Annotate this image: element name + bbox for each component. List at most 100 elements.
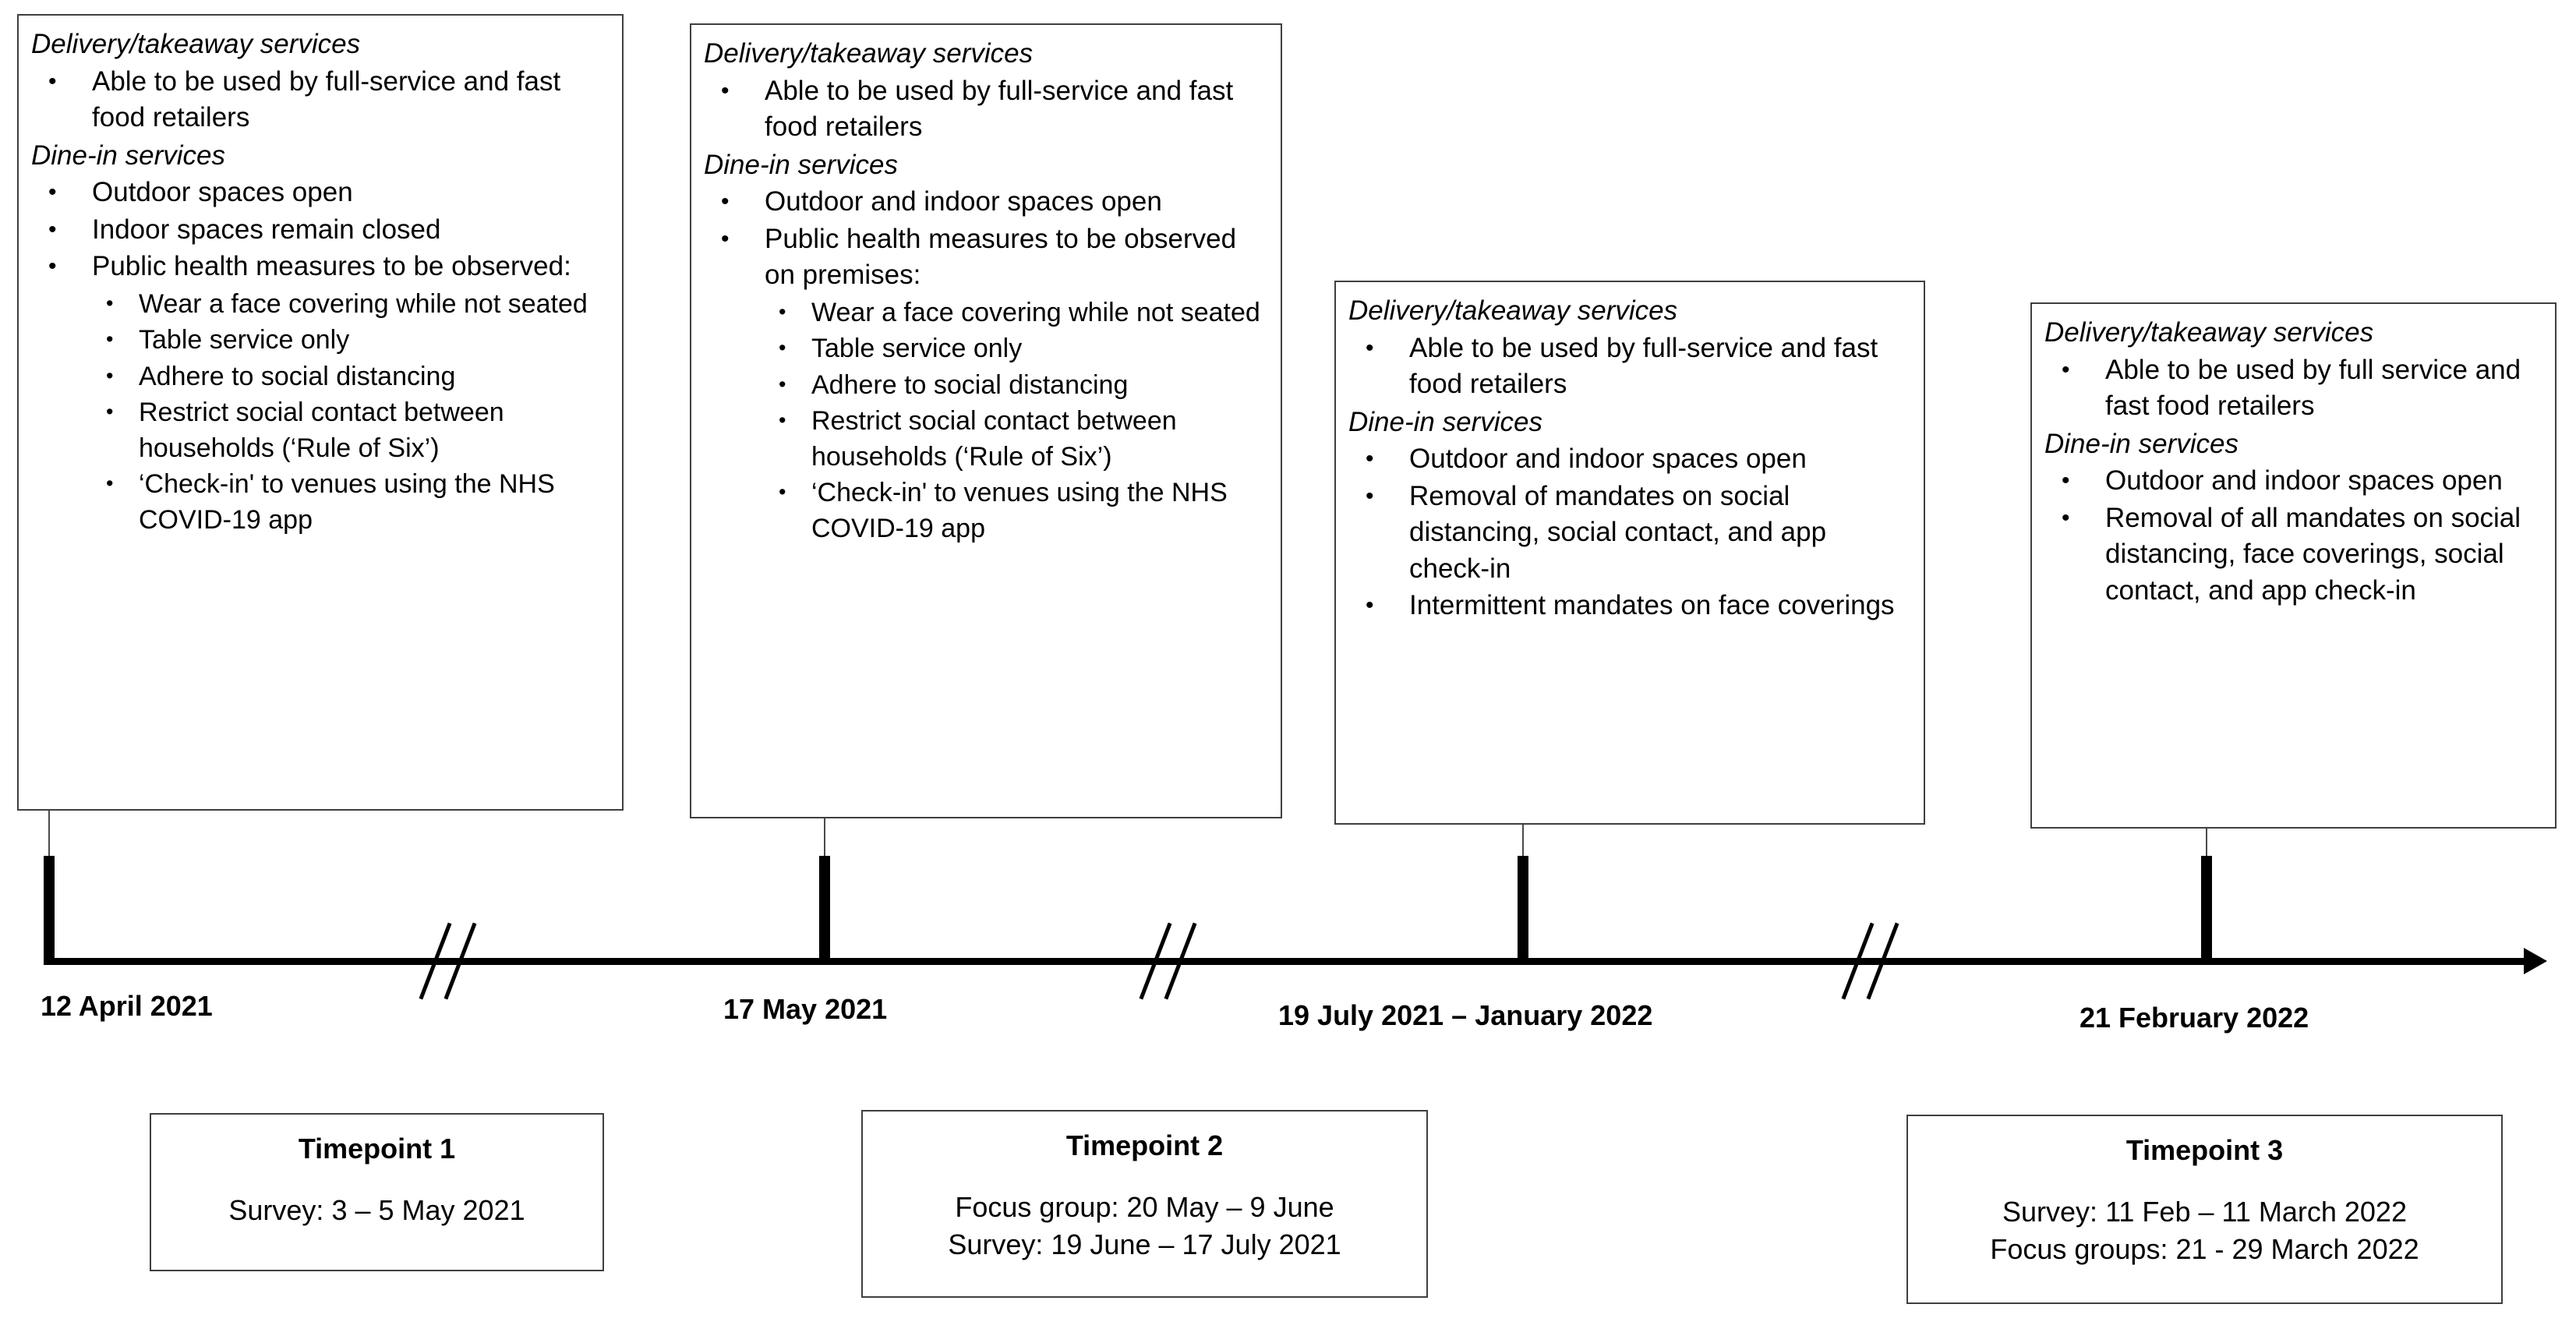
bullet-dot-icon: • bbox=[1366, 334, 1374, 361]
policy-bullet: • Able to be used by full-service and fa… bbox=[31, 64, 608, 136]
bullet-dot-icon: • bbox=[1366, 446, 1374, 472]
policy-bullet-text: Removal of mandates on social distancing… bbox=[1409, 480, 1827, 584]
connector-stem-3 bbox=[1522, 825, 1524, 856]
bullet-dot-icon: • bbox=[721, 225, 730, 252]
timeline-axis bbox=[44, 958, 2526, 965]
bullet-dot-icon: • bbox=[106, 472, 114, 496]
policy-bullet: • Able to be used by full service and fa… bbox=[2044, 352, 2541, 425]
policy-box-1-sub-bullets: • Wear a face covering while not seated … bbox=[89, 287, 608, 539]
policy-sub-bullet-text: ‘Check-in' to venues using the NHS COVID… bbox=[811, 478, 1228, 544]
timepoint-box-1: Timepoint 1 Survey: 3 – 5 May 2021 bbox=[150, 1113, 604, 1271]
timepoint-1-title: Timepoint 1 bbox=[298, 1133, 456, 1165]
policy-box-2-section-1-bullets: • Able to be used by full-service and fa… bbox=[704, 73, 1267, 146]
bullet-dot-icon: • bbox=[48, 179, 57, 206]
policy-box-1-section-2-heading: Dine-in services bbox=[31, 140, 225, 171]
bullet-dot-icon: • bbox=[779, 408, 786, 433]
policy-bullet: • Outdoor and indoor spaces open bbox=[1348, 441, 1910, 478]
connector-stem-2 bbox=[824, 818, 825, 856]
policy-box-1: Delivery/takeaway services • Able to be … bbox=[17, 14, 624, 811]
policy-bullet-text: Able to be used by full-service and fast… bbox=[765, 75, 1234, 143]
timepoint-1-line-1: Survey: 3 – 5 May 2021 bbox=[228, 1194, 525, 1227]
policy-sub-bullet: • Wear a face covering while not seated bbox=[89, 287, 608, 323]
bullet-dot-icon: • bbox=[106, 291, 114, 315]
policy-bullet-text: Intermittent mandates on face coverings bbox=[1409, 590, 1895, 621]
bullet-dot-icon: • bbox=[2062, 356, 2070, 383]
policy-sub-bullet-text: Restrict social contact between househol… bbox=[811, 406, 1177, 472]
policy-box-2-section-2-heading: Dine-in services bbox=[704, 149, 898, 180]
policy-bullet-text: Able to be used by full-service and fast… bbox=[92, 65, 561, 133]
policy-sub-bullet-text: Restrict social contact between househol… bbox=[139, 398, 504, 463]
policy-bullet-text: Outdoor and indoor spaces open bbox=[1409, 444, 1807, 475]
policy-box-2-sub-bullets-wrap: • Wear a face covering while not seated … bbox=[761, 295, 1267, 547]
policy-bullet-text: Public health measures to be observed: bbox=[92, 251, 571, 282]
policy-bullet: • Able to be used by full-service and fa… bbox=[704, 73, 1267, 146]
policy-sub-bullet-text: Wear a face covering while not seated bbox=[139, 288, 588, 319]
policy-box-2-sub-bullets: • Wear a face covering while not seated … bbox=[761, 295, 1267, 547]
policy-bullet: • Public health measures to be observed … bbox=[704, 221, 1267, 294]
policy-box-3-section-1-heading: Delivery/takeaway services bbox=[1348, 295, 1678, 326]
timeline-tick-1 bbox=[44, 856, 55, 963]
bullet-dot-icon: • bbox=[106, 363, 114, 387]
timepoint-3-line-2: Focus groups: 21 - 29 March 2022 bbox=[1990, 1232, 2419, 1265]
policy-box-3-section-2-bullets: • Outdoor and indoor spaces open • Remov… bbox=[1348, 441, 1910, 624]
timeline-tick-2 bbox=[819, 856, 830, 963]
policy-sub-bullet-text: ‘Check-in' to venues using the NHS COVID… bbox=[139, 469, 555, 535]
policy-sub-bullet: • Adhere to social distancing bbox=[89, 359, 608, 395]
policy-box-3: Delivery/takeaway services • Able to be … bbox=[1334, 281, 1925, 825]
policy-bullet-text: Able to be used by full-service and fast… bbox=[1409, 332, 1878, 400]
timepoint-1-details: Survey: 3 – 5 May 2021 bbox=[151, 1192, 602, 1229]
timeline-arrow-icon bbox=[2524, 948, 2547, 974]
policy-box-1-sub-bullets-wrap: • Wear a face covering while not seated … bbox=[89, 287, 608, 539]
policy-sub-bullet: • ‘Check-in' to venues using the NHS COV… bbox=[761, 475, 1267, 546]
bullet-dot-icon: • bbox=[721, 77, 730, 104]
policy-bullet: • Able to be used by full-service and fa… bbox=[1348, 330, 1910, 403]
policy-sub-bullet: • Restrict social contact between househ… bbox=[89, 395, 608, 466]
policy-bullet-text: Outdoor and indoor spaces open bbox=[765, 186, 1162, 217]
policy-bullet-text: Outdoor and indoor spaces open bbox=[2105, 465, 2503, 497]
policy-bullet-text: Removal of all mandates on social distan… bbox=[2105, 502, 2521, 606]
timepoint-3-line-1: Survey: 11 Feb – 11 March 2022 bbox=[2002, 1196, 2407, 1228]
policy-box-4: Delivery/takeaway services • Able to be … bbox=[2030, 302, 2557, 829]
policy-bullet: • Outdoor spaces open bbox=[31, 175, 608, 211]
policy-bullet: • Public health measures to be observed: bbox=[31, 249, 608, 285]
bullet-dot-icon: • bbox=[779, 480, 786, 504]
timepoint-2-line-2: Survey: 19 June – 17 July 2021 bbox=[948, 1228, 1341, 1260]
policy-bullet: • Removal of mandates on social distanci… bbox=[1348, 479, 1910, 588]
bullet-dot-icon: • bbox=[1366, 592, 1374, 619]
policy-sub-bullet-text: Adhere to social distancing bbox=[811, 369, 1129, 400]
policy-box-4-section-2-bullets: • Outdoor and indoor spaces open • Remov… bbox=[2044, 463, 2541, 609]
bullet-dot-icon: • bbox=[721, 189, 730, 215]
policy-box-2-section-2-bullets: • Outdoor and indoor spaces open • Publi… bbox=[704, 184, 1267, 294]
bullet-dot-icon: • bbox=[2062, 468, 2070, 494]
bullet-dot-icon: • bbox=[106, 400, 114, 424]
timepoint-box-3: Timepoint 3 Survey: 11 Feb – 11 March 20… bbox=[1906, 1115, 2503, 1304]
bullet-dot-icon: • bbox=[1366, 482, 1374, 509]
timepoint-2-details: Focus group: 20 May – 9 June Survey: 19 … bbox=[863, 1189, 1426, 1263]
timepoint-2-line-1: Focus group: 20 May – 9 June bbox=[955, 1191, 1334, 1224]
policy-sub-bullet: • Table service only bbox=[89, 323, 608, 359]
bullet-dot-icon: • bbox=[48, 68, 57, 94]
connector-stem-1 bbox=[48, 811, 50, 856]
policy-box-3-section-1-bullets: • Able to be used by full-service and fa… bbox=[1348, 330, 1910, 403]
policy-box-4-section-1-bullets: • Able to be used by full service and fa… bbox=[2044, 352, 2541, 425]
policy-box-2: Delivery/takeaway services • Able to be … bbox=[690, 23, 1282, 818]
timepoint-2-title: Timepoint 2 bbox=[1065, 1129, 1224, 1161]
timepoint-3-details: Survey: 11 Feb – 11 March 2022 Focus gro… bbox=[1908, 1193, 2501, 1267]
policy-bullet-text: Indoor spaces remain closed bbox=[92, 214, 441, 245]
policy-sub-bullet: • ‘Check-in' to venues using the NHS COV… bbox=[89, 467, 608, 538]
bullet-dot-icon: • bbox=[779, 372, 786, 396]
bullet-dot-icon: • bbox=[2062, 504, 2070, 531]
policy-bullet: • Outdoor and indoor spaces open bbox=[704, 184, 1267, 221]
policy-bullet: • Indoor spaces remain closed bbox=[31, 212, 608, 249]
policy-box-1-section-2-bullets: • Outdoor spaces open • Indoor spaces re… bbox=[31, 175, 608, 285]
policy-bullet-text: Outdoor spaces open bbox=[92, 177, 353, 208]
policy-box-4-section-1-heading: Delivery/takeaway services bbox=[2044, 317, 2374, 348]
policy-box-2-section-1-heading: Delivery/takeaway services bbox=[704, 38, 1034, 69]
timepoint-3-title: Timepoint 3 bbox=[2125, 1134, 2284, 1166]
policy-sub-bullet-text: Wear a face covering while not seated bbox=[811, 297, 1260, 327]
bullet-dot-icon: • bbox=[48, 216, 57, 242]
policy-sub-bullet-text: Table service only bbox=[139, 325, 350, 355]
policy-sub-bullet: • Adhere to social distancing bbox=[761, 368, 1267, 404]
policy-bullet: • Outdoor and indoor spaces open bbox=[2044, 463, 2541, 500]
